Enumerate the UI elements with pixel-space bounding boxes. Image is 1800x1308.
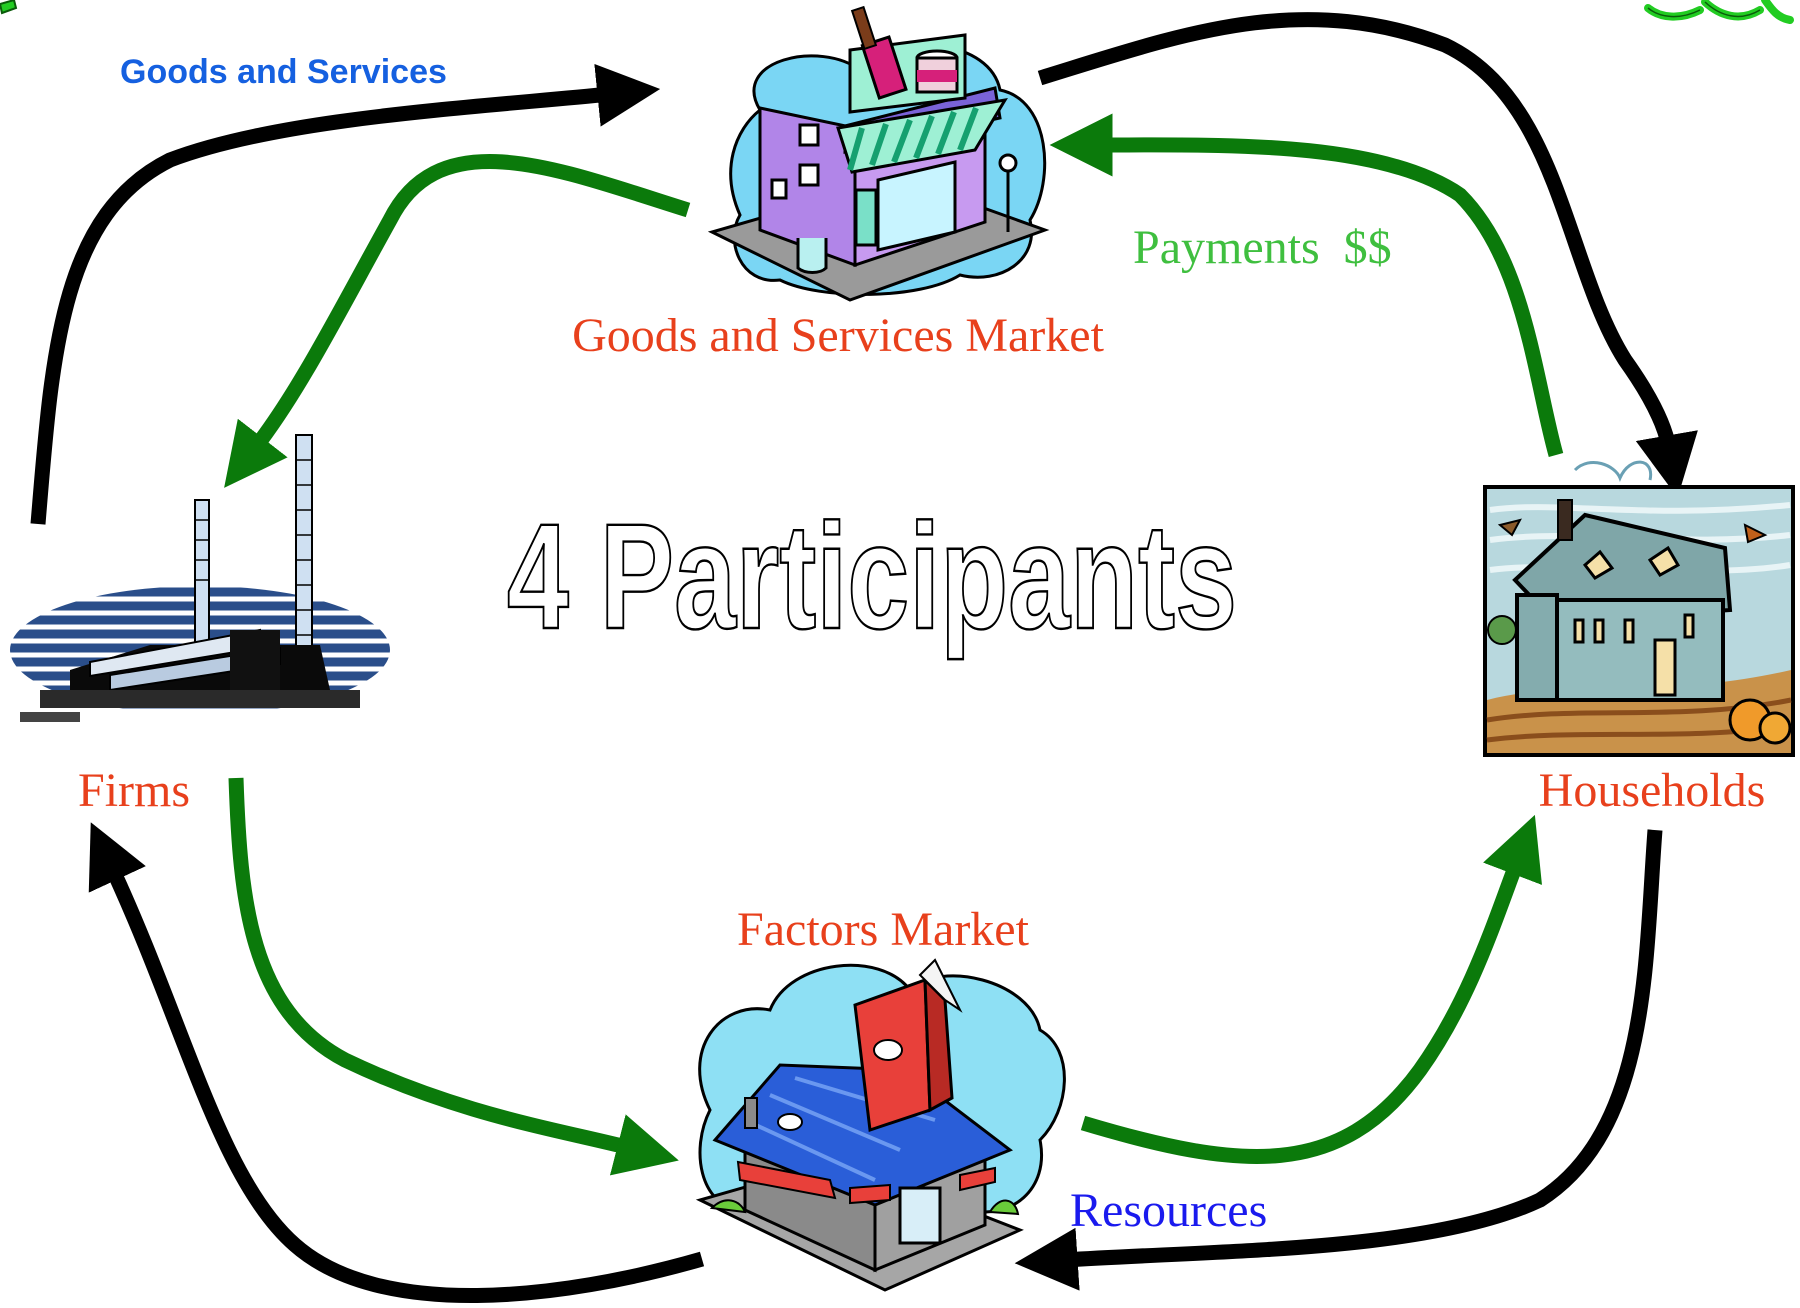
house-icon: [1483, 460, 1795, 757]
firms-label: Firms: [78, 764, 190, 817]
payments-flow-label: Payments $$: [1133, 221, 1392, 274]
corner-text-fragment-left: [0, 0, 18, 15]
arrow-goods-market-to-firms: [224, 154, 691, 488]
paint-store-icon: [707, 5, 1050, 302]
arrow-households-to-factors-market: [1014, 829, 1663, 1291]
arrow-factors-market-to-households: [1080, 814, 1542, 1165]
arrow-firms-to-goods-market: [30, 63, 661, 525]
factors-market-label: Factors Market: [737, 903, 1030, 956]
arrow-households-to-goods-market: [1049, 113, 1564, 458]
bookstore-icon: [695, 958, 1066, 1292]
resources-flow-label: Resources: [1070, 1184, 1267, 1237]
households-label: Households: [1539, 764, 1766, 817]
diagram-title: 4 Participants: [507, 492, 1237, 660]
goods-market-label: Goods and Services Market: [572, 309, 1105, 362]
arrow-goods-market-to-households: [1037, 12, 1698, 498]
arrow-factors-market-to-firms: [88, 822, 705, 1303]
factory-icon: [10, 434, 390, 722]
goods-and-services-flow-label: Goods and Services: [120, 53, 447, 91]
corner-text-fragment-right: [1644, 0, 1794, 24]
arrow-firms-to-factors-market: [228, 777, 679, 1176]
